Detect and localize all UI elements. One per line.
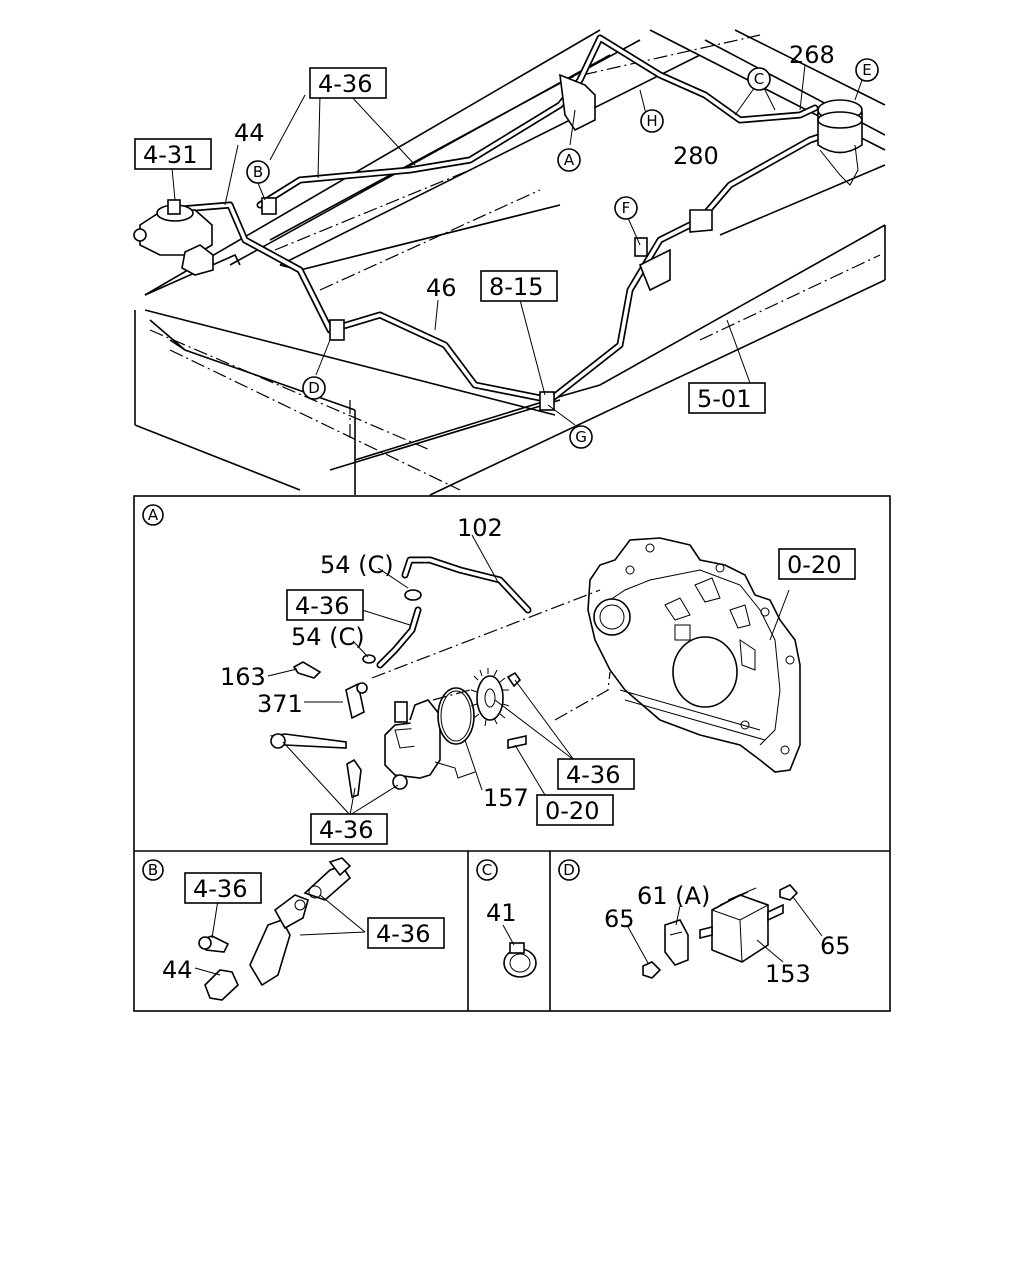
part-number-157: 157 [483, 784, 529, 812]
clip-g [539, 391, 555, 411]
vacuum-pump [384, 699, 441, 790]
part-number-41: 41 [486, 899, 517, 927]
flywheel-housing [587, 537, 801, 773]
fluid-reservoir [817, 99, 863, 186]
ref-4-36-b-top[interactable]: 4-36 [193, 875, 247, 903]
clamp-bottom [362, 654, 376, 664]
pipe-end-44 [204, 969, 239, 1001]
ref-0-20-a-top[interactable]: 0-20 [787, 551, 841, 579]
junction-a [559, 73, 596, 132]
master-cylinder [133, 199, 214, 276]
gear [470, 668, 510, 727]
nut-65-right [779, 884, 799, 901]
part-number-65-left: 65 [604, 905, 635, 933]
detail-d-letter: D [563, 861, 575, 879]
ref-0-20-a-bottom[interactable]: 0-20 [545, 797, 599, 825]
ref-box-4-36-top [309, 67, 387, 99]
ref-box-4-31 [134, 138, 212, 170]
callout-e-letter: E [862, 61, 871, 79]
part-number-280: 280 [673, 142, 719, 170]
callout-d[interactable]: D [302, 376, 326, 400]
callout-f-letter: F [622, 199, 631, 217]
ref-box-0-20-a-bottom [536, 794, 614, 826]
callout-b-letter: B [253, 163, 263, 181]
stud [507, 735, 527, 749]
callout-a[interactable]: A [557, 148, 581, 172]
part-number-44-b: 44 [162, 956, 193, 984]
ref-box-5-01 [688, 382, 766, 414]
part-number-54c-top: 54 (C) [320, 551, 394, 579]
part-number-61a: 61 (A) [637, 882, 710, 910]
callout-e[interactable]: E [855, 58, 879, 82]
bracket-b [249, 919, 291, 987]
callout-a-letter: A [564, 151, 575, 169]
part-number-371: 371 [257, 690, 303, 718]
ref-4-36-a-right[interactable]: 4-36 [566, 761, 620, 789]
detail-panels-frame [133, 495, 891, 1012]
callout-h[interactable]: H [640, 109, 664, 133]
clip-d [329, 319, 345, 341]
clip-f [634, 237, 648, 257]
part-number-163: 163 [220, 663, 266, 691]
detail-a-letter: A [148, 506, 159, 524]
callout-f[interactable]: F [614, 196, 638, 220]
ref-box-4-36-a-top [286, 589, 364, 621]
part-number-268: 268 [789, 41, 835, 69]
callout-g-letter: G [575, 428, 587, 446]
ref-4-36-a-top[interactable]: 4-36 [295, 592, 349, 620]
nut-65-left [642, 961, 662, 979]
detail-d: D 61 (A) 65 65 153 [558, 859, 851, 988]
callout-g[interactable]: G [569, 425, 593, 449]
bolt-vertical [346, 758, 362, 799]
ref-5-01[interactable]: 5-01 [697, 385, 751, 413]
detail-b: B 4-36 4-36 44 [142, 857, 445, 1001]
ref-box-0-20-a-top [778, 548, 856, 580]
part-number-65-right: 65 [820, 932, 851, 960]
part-number-102: 102 [457, 514, 503, 542]
part-number-54c-bottom: 54 (C) [291, 623, 365, 651]
clip-hose [689, 209, 713, 233]
ref-4-36-b-right[interactable]: 4-36 [376, 920, 430, 948]
callout-h-letter: H [646, 112, 657, 130]
ref-box-4-36-b-right [367, 917, 445, 949]
detail-b-letter: B [148, 861, 158, 879]
ref-8-15[interactable]: 8-15 [489, 273, 543, 301]
part-number-44: 44 [234, 119, 265, 147]
ref-4-31[interactable]: 4-31 [143, 141, 197, 169]
detail-c: C 41 [476, 859, 537, 978]
callout-d-letter: D [308, 379, 320, 397]
callout-c-letter: C [754, 70, 764, 88]
ref-box-4-36-a-right [557, 758, 635, 790]
clip-b [261, 197, 277, 215]
callout-b[interactable]: B [246, 160, 270, 184]
bolt-163 [292, 661, 322, 679]
ref-box-8-15 [480, 270, 558, 302]
detail-c-letter: C [482, 861, 492, 879]
part-number-153: 153 [765, 960, 811, 988]
callout-c[interactable]: C [747, 67, 771, 91]
ref-box-4-36-a-bottom [310, 813, 388, 845]
top-assembly: 268 44 280 46 4-36 4-31 8-15 5-01 A B C … [133, 29, 886, 496]
ref-4-36-a-bottom[interactable]: 4-36 [319, 816, 373, 844]
detail-a: A [142, 504, 856, 845]
o-ring [437, 687, 475, 745]
clamp-top [404, 589, 422, 601]
ref-box-4-36-b-top [184, 872, 262, 904]
part-number-46: 46 [426, 274, 457, 302]
ref-4-36-top[interactable]: 4-36 [318, 70, 372, 98]
clip-61a [664, 919, 689, 966]
